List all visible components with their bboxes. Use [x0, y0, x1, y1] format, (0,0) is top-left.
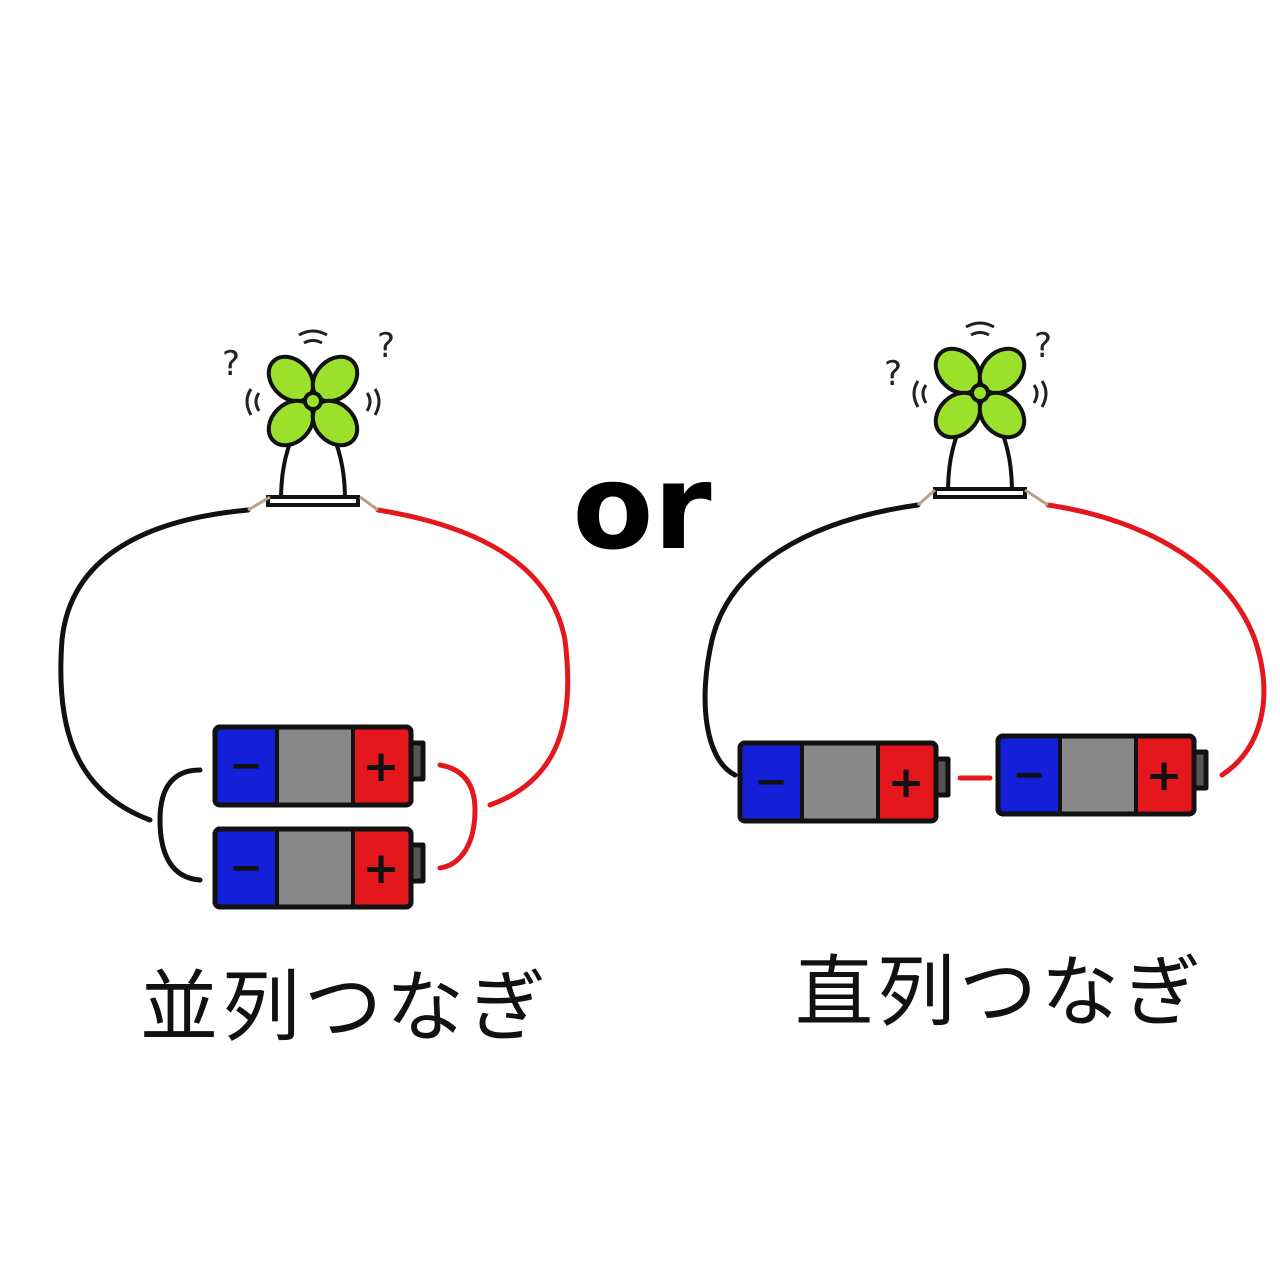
battery-icon: − +	[215, 829, 423, 907]
battery-negative-label: −	[229, 845, 263, 891]
question-mark: ?	[377, 326, 395, 366]
or-separator: or	[572, 438, 711, 576]
left-red-branch-bottom	[437, 807, 478, 871]
left-red-branch-top	[437, 762, 478, 813]
battery-positive-label: +	[888, 757, 925, 808]
series-circuit: − + − + ? ?	[702, 321, 1267, 821]
right-black-wire	[702, 502, 921, 778]
question-mark: ?	[222, 344, 240, 384]
parallel-caption: 並列つなぎ	[140, 963, 551, 1053]
fan-icon	[912, 321, 1048, 499]
battery-positive-label: +	[363, 843, 400, 894]
left-black-wire	[58, 507, 251, 823]
question-mark: ?	[884, 354, 902, 394]
battery-negative-label: −	[754, 759, 788, 805]
battery-negative-label: −	[1012, 752, 1046, 798]
series-caption: 直列つなぎ	[795, 948, 1206, 1038]
right-red-wire	[1045, 502, 1267, 778]
left-red-wire	[375, 507, 571, 808]
question-mark: ?	[1034, 326, 1052, 366]
battery-positive-label: +	[1146, 750, 1183, 801]
battery-positive-label: +	[363, 741, 400, 792]
left-black-branch-bottom	[157, 817, 203, 883]
battery-icon: − +	[998, 736, 1206, 814]
left-black-branch-top	[157, 767, 203, 823]
battery-icon: − +	[215, 727, 423, 805]
parallel-circuit: − + − + ? ?	[58, 326, 571, 907]
battery-icon: − +	[740, 743, 948, 821]
battery-negative-label: −	[229, 743, 263, 789]
fan-icon	[245, 329, 381, 507]
